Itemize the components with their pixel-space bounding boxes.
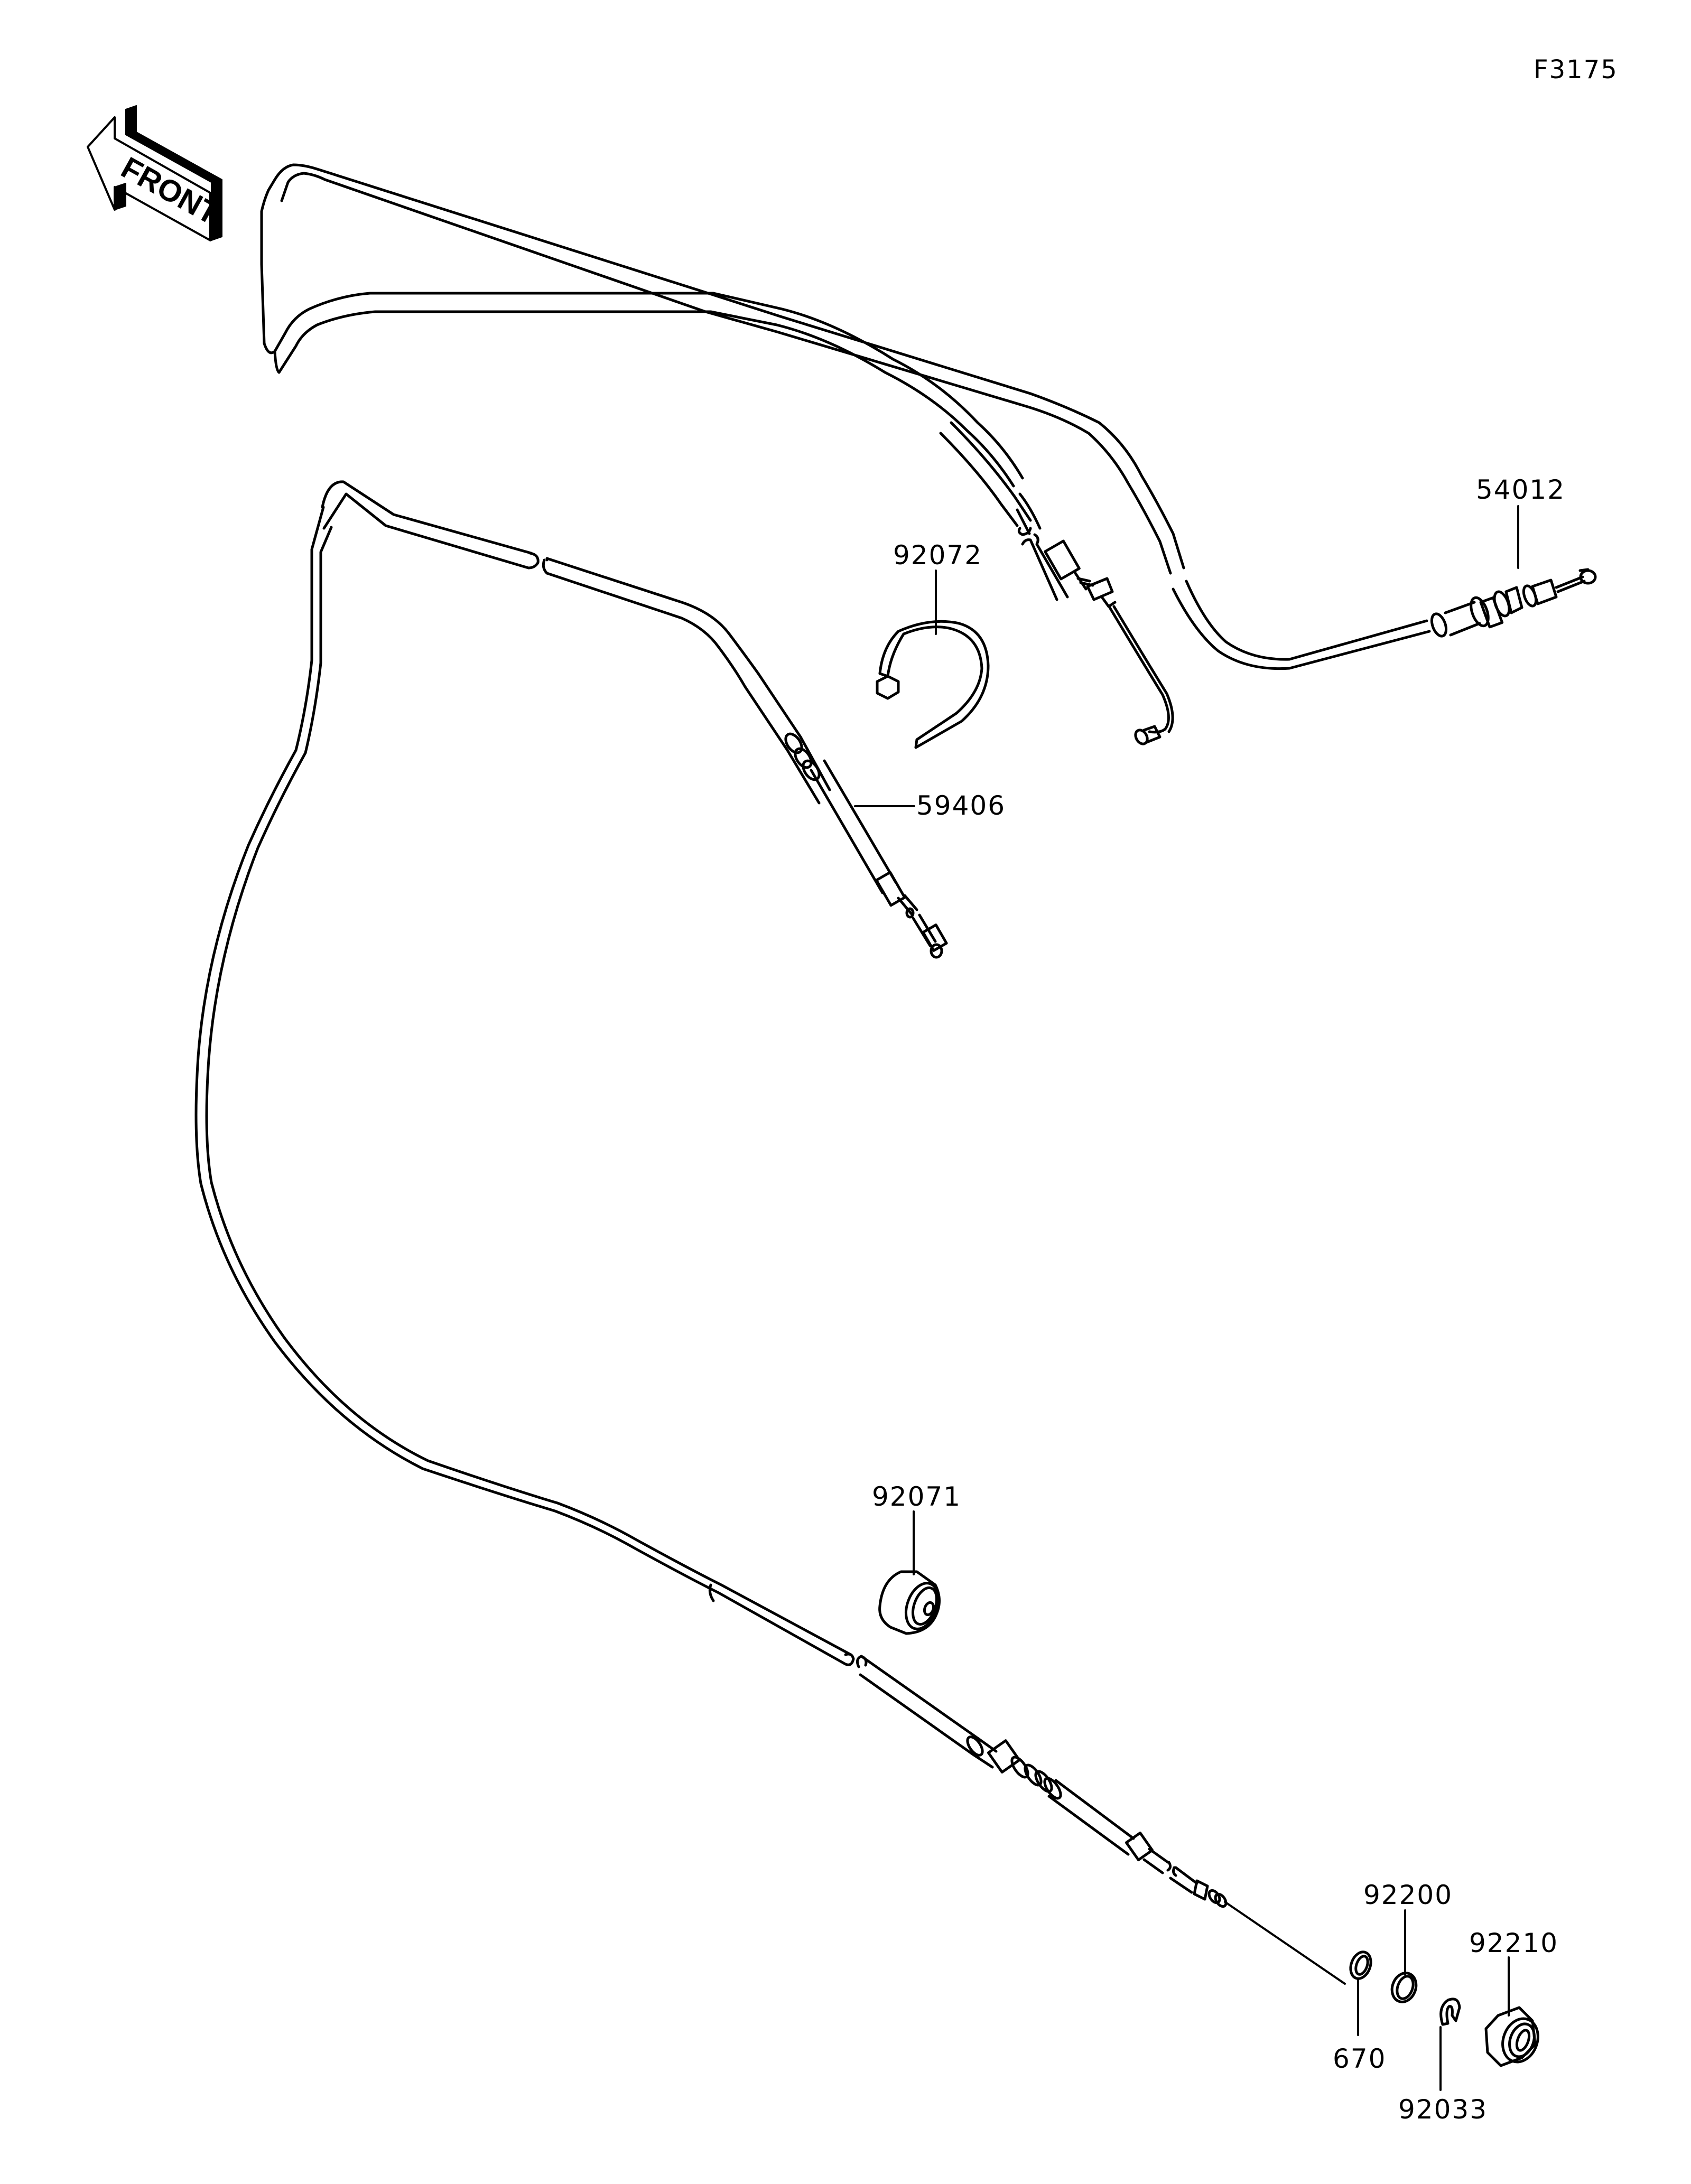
- callout-92200[interactable]: 92200: [1363, 1880, 1453, 1910]
- callout-92072[interactable]: 92072: [893, 540, 983, 571]
- throttle-cable-54012: [260, 163, 1597, 670]
- leader-lines: [854, 505, 1519, 2091]
- callout-59406[interactable]: 59406: [916, 790, 1006, 821]
- lock-nut-icon: [1484, 2006, 1539, 2067]
- throttle-cable-inner-branch: [939, 421, 1174, 745]
- callout-92210[interactable]: 92210: [1469, 1928, 1559, 1958]
- shift-cable-59406: [194, 480, 1346, 1985]
- callout-92033[interactable]: 92033: [1398, 2094, 1488, 2125]
- o-ring-icon: [1349, 1950, 1372, 1980]
- cable-tie-icon: [876, 620, 990, 749]
- grommet-icon: [878, 1570, 941, 1635]
- diagram-id: F3175: [1534, 55, 1618, 85]
- washer-icon: [1390, 1972, 1418, 2003]
- callout-670[interactable]: 670: [1333, 2043, 1387, 2074]
- callout-92071[interactable]: 92071: [872, 1481, 962, 1512]
- circlip-icon: [1439, 1998, 1461, 2026]
- callout-54012[interactable]: 54012: [1476, 474, 1566, 505]
- front-arrow-icon: [87, 105, 222, 241]
